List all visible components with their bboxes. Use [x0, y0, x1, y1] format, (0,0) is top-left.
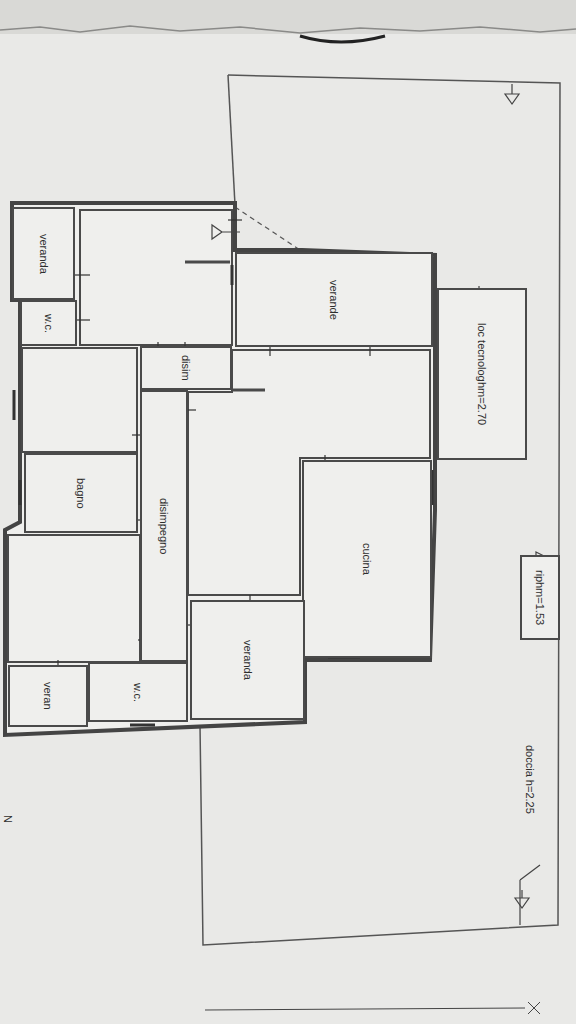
wall-stub — [232, 389, 265, 392]
paper-edge — [0, 0, 576, 34]
border-line — [205, 1002, 540, 1014]
room-label: veran — [41, 682, 56, 710]
north-mark: N — [2, 815, 14, 823]
room-label: veranda — [36, 234, 51, 274]
room-label: loc tecnolog — [475, 323, 490, 382]
room-box: w.c. — [88, 662, 188, 722]
room-label: disim — [179, 355, 194, 381]
room-label: hm=2.70 — [475, 382, 490, 425]
room-box: loc tecnologhm=2.70 — [437, 288, 527, 460]
room-label: rip — [533, 570, 548, 582]
wall-stub — [185, 261, 230, 264]
room-box: w.c. — [20, 300, 77, 346]
area-label: doccia h=2.25 — [524, 745, 536, 814]
paper-mark — [300, 36, 385, 42]
room-box: cucina — [302, 460, 432, 658]
room-label: w.c. — [131, 683, 146, 702]
room-box: disimpegno — [140, 390, 188, 662]
torn-edge — [0, 26, 576, 33]
direction-arrows — [212, 84, 550, 908]
room-box: disim — [140, 346, 232, 390]
room-box: verande — [235, 252, 433, 347]
room-box: riphm=1.53 — [520, 555, 560, 640]
room-box: veranda — [12, 207, 75, 300]
room-label: cucina — [360, 543, 375, 575]
dashed-line — [235, 207, 300, 250]
room-label: hm=1.53 — [533, 582, 548, 625]
room-box: veran — [8, 665, 88, 727]
room-box: bagno — [24, 453, 138, 533]
room — [80, 210, 232, 345]
outer-wall — [5, 203, 435, 735]
door-swing — [520, 865, 540, 925]
lot-boundary — [228, 75, 235, 205]
room-label: bagno — [74, 478, 89, 509]
room-label: disimpegno — [157, 498, 172, 554]
room — [22, 348, 137, 452]
room-label: verande — [327, 280, 342, 320]
room-box: veranda — [190, 600, 305, 720]
room — [8, 535, 140, 662]
room-label: veranda — [240, 640, 255, 680]
room-label: w.c. — [41, 314, 56, 333]
